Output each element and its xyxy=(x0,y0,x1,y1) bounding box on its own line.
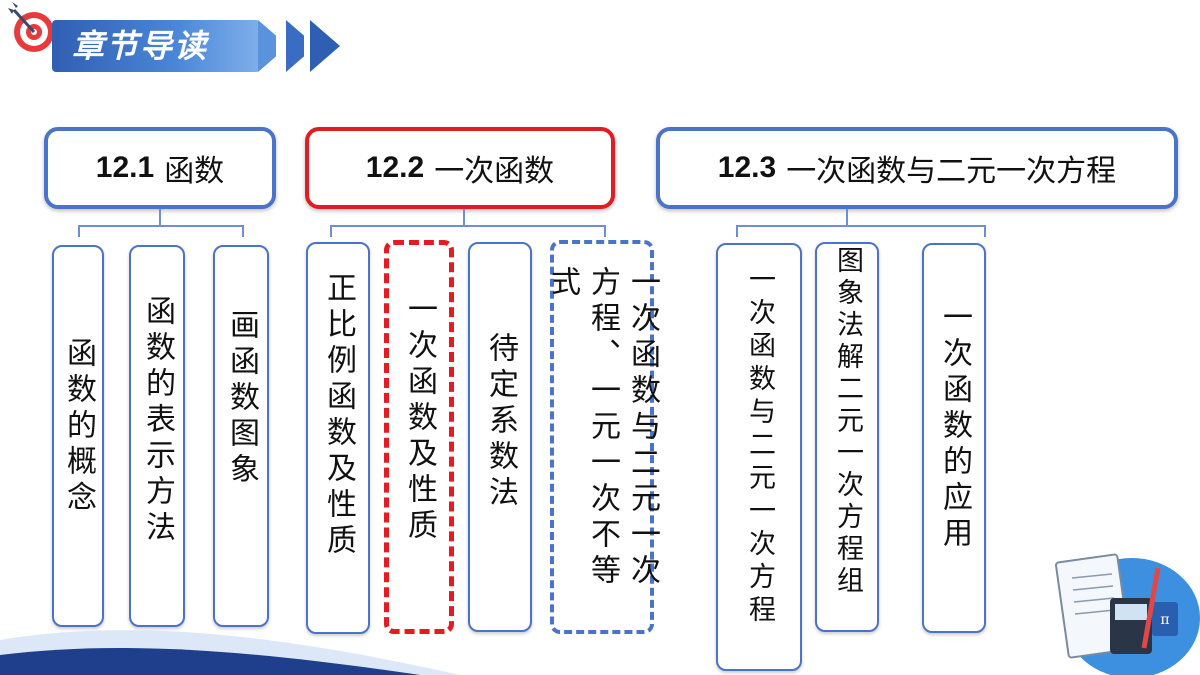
topic-label: 图象法解二元一次方程组 xyxy=(832,246,863,598)
section-label: 一次函数与二元一次方程 xyxy=(786,154,1117,189)
header-banner xyxy=(52,20,260,72)
topic-box: 函数的概念 xyxy=(52,245,104,627)
section-label: 函数 xyxy=(164,154,225,189)
wave-decoration xyxy=(0,630,460,675)
topic-box: 正比例函数及性质 xyxy=(306,242,370,634)
connector xyxy=(846,209,848,225)
topic-box-dashed: 一次函数与二元一次方程、一元一次不等式 xyxy=(545,240,660,634)
bracket xyxy=(78,225,244,237)
connector xyxy=(463,209,465,225)
section-number: 12.3 xyxy=(717,151,777,184)
math-illustration: π xyxy=(1055,553,1200,675)
section-label: 一次函数 xyxy=(434,154,555,189)
chevron-icon xyxy=(310,20,340,72)
topic-box: 画函数图象 xyxy=(213,245,269,627)
topic-label: 待定系数法 xyxy=(483,332,518,512)
section-number: 12.1 xyxy=(95,151,155,184)
target-icon xyxy=(8,2,54,52)
connector xyxy=(159,209,161,225)
topic-label: 画函数图象 xyxy=(224,309,259,489)
svg-text:π: π xyxy=(1160,612,1169,628)
topic-box: 函数的表示方法 xyxy=(129,245,185,627)
topic-label: 函数的表示方法 xyxy=(140,295,175,547)
bracket xyxy=(330,225,606,237)
page-title: 章节导读 xyxy=(72,27,209,65)
topic-box: 图象法解二元一次方程组 xyxy=(815,242,879,632)
section-12-3: 12.3 一次函数与二元一次方程 xyxy=(656,127,1178,209)
topic-label: 一次函数与二元一次方程 xyxy=(744,265,775,628)
bracket xyxy=(736,225,986,237)
section-number: 12.2 xyxy=(365,151,425,184)
topic-box-highlight: 一次函数及性质 xyxy=(384,240,454,634)
topic-label: 正比例函数及性质 xyxy=(321,272,356,560)
section-12-1: 12.1 函数 xyxy=(44,127,276,209)
topic-box: 一次函数的应用 xyxy=(922,243,986,633)
topic-label: 函数的概念 xyxy=(61,337,96,517)
section-12-2: 12.2 一次函数 xyxy=(305,127,615,209)
topic-label: 一次函数与二元一次方程、一元一次不等式 xyxy=(545,266,660,590)
topic-box: 一次函数与二元一次方程 xyxy=(716,243,802,671)
topic-label: 一次函数及性质 xyxy=(402,293,437,545)
topic-box: 待定系数法 xyxy=(468,242,532,632)
topic-label: 一次函数的应用 xyxy=(937,301,972,553)
